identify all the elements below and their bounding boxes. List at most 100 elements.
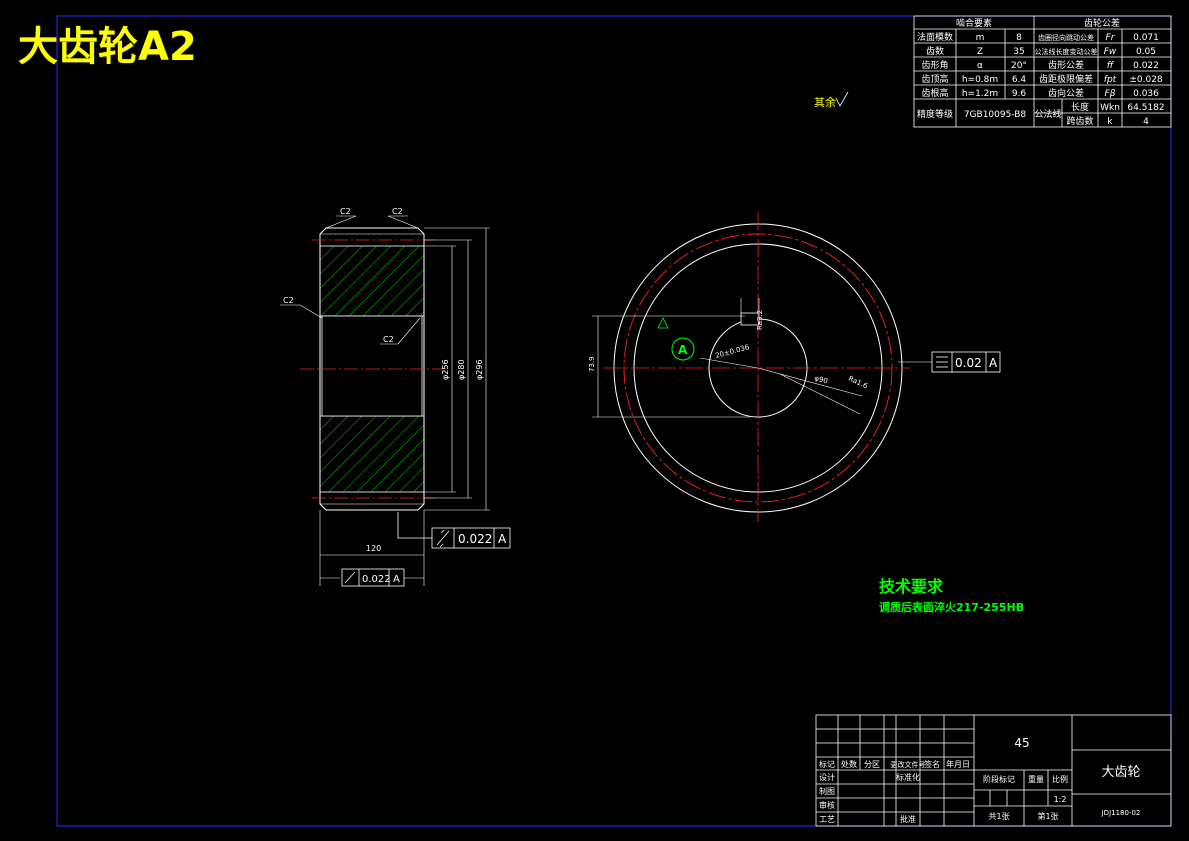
col-label: 处数 (841, 759, 857, 769)
roughness-symbol (835, 91, 849, 107)
mesh-header-left: 啮合要素 (956, 17, 992, 29)
stage-label: 阶段标记 (983, 774, 1015, 784)
runout-tol-datum: A (498, 532, 507, 546)
face-tol-datum: A (393, 574, 400, 585)
row-sym: α (977, 61, 983, 71)
row-val: 9.6 (1012, 89, 1027, 99)
row-label: 制图 (819, 786, 835, 796)
length-label: 长度 (1071, 101, 1089, 113)
accuracy-value: 7GB10095-B8 (964, 110, 1027, 120)
chamfer-label: C2 (340, 207, 351, 216)
row-label: 设计 (819, 772, 835, 782)
row-tsym: Fw (1104, 47, 1117, 57)
row-tol: 公法线长度变动公差 (1035, 47, 1098, 56)
row-tval: ±0.028 (1129, 75, 1163, 85)
row-sym: h=1.2m (962, 89, 998, 99)
row-name: 法面模数 (917, 31, 953, 43)
datum-triangle (657, 317, 669, 329)
sheets-total: 共1张 (988, 812, 1009, 821)
row-val: 8 (1016, 33, 1022, 43)
accuracy-label: 精度等级 (917, 108, 953, 120)
row-sym: m (976, 33, 985, 43)
datum-label: A (678, 343, 688, 357)
col-label: 标记 (819, 759, 835, 769)
diam-label: φ296 (475, 359, 484, 380)
row-tsym: ff (1107, 61, 1115, 71)
drawing-border (56, 15, 1172, 827)
material: 45 (1014, 736, 1029, 750)
scale: 1:2 (1054, 795, 1067, 804)
col-label: 更改文件号 (891, 760, 926, 769)
row-tval: 0.071 (1133, 33, 1159, 43)
row-tol: 齿形公差 (1048, 59, 1084, 71)
row-label: 工艺 (819, 815, 835, 824)
col-label: 签名 (924, 759, 940, 769)
mesh-header-right: 齿轮公差 (1084, 17, 1120, 29)
row-sym: h=0.8m (962, 75, 998, 85)
row-val: 35 (1013, 47, 1024, 57)
col-label: 年月日 (946, 759, 970, 769)
span-sym: k (1107, 117, 1113, 127)
row-name: 齿数 (926, 45, 944, 57)
length-val: 64.5182 (1127, 103, 1164, 113)
sym-tol-datum: A (989, 356, 998, 370)
tech-heading: 技术要求 (879, 577, 944, 596)
std-label: 标准化 (896, 772, 920, 782)
title-block (815, 714, 1172, 827)
row-tsym: fpt (1104, 75, 1117, 85)
gear-outline (319, 227, 425, 511)
ratio-label: 比例 (1052, 774, 1068, 784)
face-tol-frame (341, 568, 405, 587)
sym-tol-frame (931, 351, 1001, 373)
row-tval: 0.05 (1136, 47, 1156, 57)
row-tol: 齿距极限偏差 (1039, 73, 1093, 85)
col-label: 分区 (864, 760, 880, 769)
keyway (740, 312, 760, 326)
row-tsym: Fβ (1105, 89, 1116, 99)
hatch-top (319, 245, 425, 317)
front-view: A 20±0.036 φ90 73.9 Ra3.2 Ra1.6 0.02 A (588, 212, 1001, 522)
side-view: φ256 φ280 φ296 120 C2 C2 C2 C2 0.022 A (280, 207, 511, 587)
approve-label: 批准 (900, 814, 916, 824)
common-normal-label: 公法线 (1034, 108, 1061, 120)
sym-tol-value: 0.02 (955, 356, 982, 370)
diam-label: φ280 (457, 359, 466, 380)
title-block-text: 45 大齿轮 JDJ1180-02 1:2 标记 处数 分区 更改文件号 签名 … (819, 736, 1141, 824)
bore-section (321, 315, 423, 417)
sheet-no: 第1张 (1037, 811, 1058, 821)
chamfer-label: C2 (283, 296, 294, 305)
runout-tol-value: 0.022 (458, 532, 492, 546)
row-val: 6.4 (1012, 75, 1027, 85)
drawing-no: JDJ1180-02 (1101, 809, 1141, 817)
dim-73: 73.9 (588, 356, 596, 372)
row-name: 齿根高 (921, 87, 948, 99)
tech-line: 调质后表面淬火217-255HB (879, 600, 1024, 614)
row-tsym: Fr (1106, 33, 1116, 43)
mesh-table-text: 啮合要素 齿轮公差 法面模数 m 8 齿圈径向跳动公差 Fr 0.071 齿数 … (917, 17, 1165, 127)
row-tol: 齿圈径向跳动公差 (1038, 33, 1094, 42)
ra-label: Ra3.2 (756, 310, 764, 330)
mesh-table (913, 15, 1172, 128)
runout-tol-frame (397, 512, 511, 549)
drawing-title: 大齿轮A2 (18, 24, 197, 70)
row-name: 齿形角 (921, 59, 948, 71)
weight-label: 重量 (1028, 774, 1044, 784)
face-tol-value: 0.022 (362, 574, 391, 585)
length-sym: Wkn (1100, 103, 1120, 113)
chamfer-label: C2 (392, 207, 403, 216)
chamfer-label: C2 (383, 335, 394, 344)
row-sym: Z (977, 47, 983, 57)
bore-label: φ90 (813, 374, 828, 385)
key-label: 20±0.036 (714, 343, 750, 360)
hatch-bottom (319, 415, 425, 493)
width-label: 120 (366, 544, 381, 553)
row-label: 审核 (819, 800, 835, 810)
row-name: 齿顶高 (921, 73, 948, 85)
part-name: 大齿轮 (1101, 765, 1140, 780)
datum-circle (671, 337, 695, 361)
row-val: 20° (1011, 61, 1027, 71)
span-val: 4 (1143, 117, 1149, 127)
roughness-note: 其余 (814, 95, 836, 109)
row-tol: 齿向公差 (1048, 87, 1084, 99)
